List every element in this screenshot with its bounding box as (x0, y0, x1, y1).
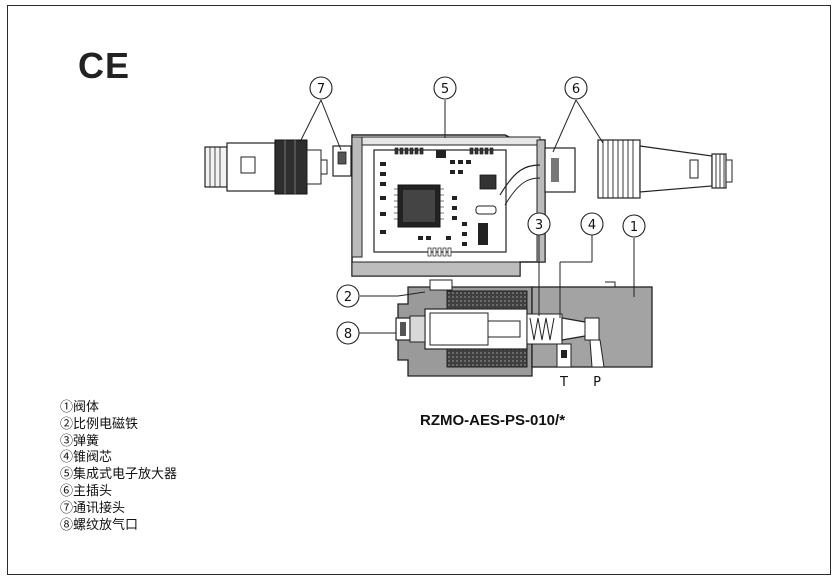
callout-5: 5 (433, 76, 457, 100)
callout-8-label: 8 (344, 327, 352, 342)
leader-lines (299, 99, 635, 334)
legend-item: ②比例电磁铁 (60, 416, 139, 432)
port-p-label: P (593, 375, 601, 390)
communication-connector (204, 139, 352, 195)
legend-item: ①阀体 (60, 400, 100, 415)
callout-1-label: 1 (630, 220, 638, 235)
valve-body (526, 281, 653, 368)
model-code: RZMO-AES-PS-010/* (420, 412, 566, 429)
callout-6: 6 (564, 76, 588, 100)
callout-4-label: 4 (588, 218, 596, 233)
callout-7: 7 (309, 76, 333, 100)
legend-item: ③弹簧 (60, 433, 100, 449)
legend-item: ⑧螺纹放气口 (60, 517, 139, 533)
legend-item: ④锥阀芯 (60, 450, 113, 466)
ce-mark: CE (78, 45, 131, 86)
callout-5-label: 5 (441, 82, 449, 97)
component-legend: ①阀体 ②比例电磁铁 ③弹簧 ④锥阀芯 ⑤集成式电子放大器 ⑥主插头 ⑦通讯接头… (60, 400, 177, 534)
legend-item: ⑦通讯接头 (60, 500, 126, 516)
callout-6-label: 6 (572, 82, 580, 97)
main-connector (544, 139, 733, 199)
port-t-label: T (559, 375, 568, 390)
legend-item: ⑤集成式电子放大器 (60, 467, 178, 483)
callout-2: 2 (336, 284, 360, 308)
proportional-solenoid (395, 279, 533, 377)
callout-7-label: 7 (317, 82, 325, 97)
callout-1: 1 (622, 214, 646, 238)
figure-frame (7, 5, 831, 575)
callout-3: 3 (527, 212, 551, 236)
callout-2-label: 2 (344, 290, 352, 305)
legend-item: ⑥主插头 (60, 483, 113, 499)
callout-4: 4 (580, 212, 604, 236)
electronic-amplifier (351, 134, 546, 277)
callout-3-label: 3 (535, 218, 543, 233)
callout-8: 8 (336, 321, 360, 345)
